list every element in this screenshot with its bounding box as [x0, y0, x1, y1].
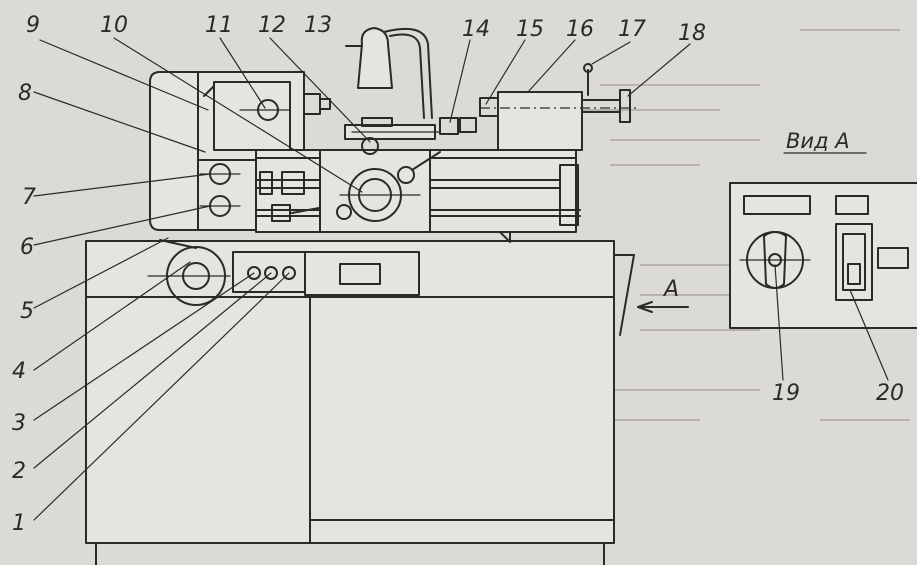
work-lamp	[345, 27, 433, 119]
button-3[interactable]	[247, 266, 261, 280]
callout-18: 18	[678, 21, 706, 46]
callout-15: 15	[516, 17, 544, 42]
control-panel	[232, 251, 420, 296]
callout-16: 16	[566, 17, 594, 42]
apron	[319, 149, 441, 233]
callout-13: 13	[304, 13, 332, 38]
gearbox	[197, 159, 257, 231]
callout-2: 2	[12, 459, 26, 484]
callout-11: 11	[205, 13, 233, 38]
callout-12: 12	[258, 13, 286, 38]
button-2[interactable]	[264, 266, 278, 280]
callout-1: 1	[12, 511, 26, 536]
callout-5: 5	[20, 299, 34, 324]
rotary-switch-19[interactable]	[739, 231, 811, 289]
callout-labels: 1 2 3 4 5 6 7 8 9 10 11 12 13 14 15 16 1…	[12, 13, 904, 536]
view-arrow-label: А	[662, 277, 679, 302]
leader-lines	[33, 37, 889, 521]
view-title: Вид А	[786, 129, 850, 153]
callout-6: 6	[20, 235, 34, 260]
view-arrow	[637, 301, 689, 313]
view-a-panel	[729, 152, 917, 329]
callout-17: 17	[618, 17, 646, 42]
carriage	[344, 117, 441, 155]
callout-10: 10	[100, 13, 128, 38]
callout-14: 14	[462, 17, 490, 42]
button-1[interactable]	[282, 266, 296, 280]
callout-8: 8	[18, 81, 32, 106]
callout-3: 3	[12, 411, 26, 436]
handwheel-4[interactable]	[147, 239, 231, 306]
callout-7: 7	[22, 185, 36, 210]
callout-20: 20	[876, 381, 904, 406]
tailstock	[439, 63, 640, 151]
callout-9: 9	[26, 13, 40, 38]
tailstock-handwheel[interactable]	[619, 89, 631, 123]
callout-19: 19	[772, 381, 800, 406]
machine-stand	[85, 240, 635, 565]
callout-4: 4	[12, 359, 26, 384]
